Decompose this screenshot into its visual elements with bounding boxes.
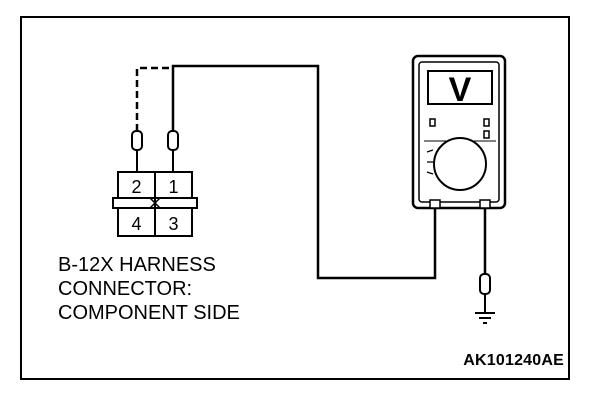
- probe-pin-2: [131, 130, 143, 172]
- meter-display-symbol: V: [449, 71, 472, 109]
- ground-symbol-icon: [475, 312, 495, 324]
- connector-label-line-2: CONNECTOR:: [58, 278, 193, 300]
- multimeter: V: [411, 54, 507, 210]
- meter-button-left: [429, 118, 436, 127]
- test-wire-pin-1: [171, 64, 437, 280]
- meter-com-jack: [429, 199, 441, 209]
- connector-label: B-12X HARNESS CONNECTOR: COMPONENT SIDE: [58, 253, 240, 325]
- connector-label-line-1: B-12X HARNESS: [58, 254, 216, 276]
- b-12x-connector: 2 1 4 3: [112, 171, 198, 237]
- connector-label-line-3: COMPONENT SIDE: [58, 302, 240, 324]
- center-cross-mark: [149, 197, 161, 209]
- pin-label-4: 4: [131, 214, 141, 234]
- dashed-wire-pin-2: [135, 66, 170, 131]
- meter-button-right-bottom: [483, 130, 490, 139]
- probe-pin-1: [167, 130, 179, 172]
- pin-label-2: 2: [131, 177, 141, 197]
- meter-display: [427, 70, 493, 105]
- pin-label-1: 1: [168, 177, 178, 197]
- figure-code: AK101240AE: [463, 352, 564, 369]
- ground-probe: [479, 273, 491, 313]
- meter-button-right-top: [483, 118, 490, 127]
- meter-volt-jack: [479, 199, 491, 209]
- diagram-frame: [20, 16, 570, 380]
- meter-selector-dial: [433, 137, 487, 191]
- pin-label-3: 3: [168, 214, 178, 234]
